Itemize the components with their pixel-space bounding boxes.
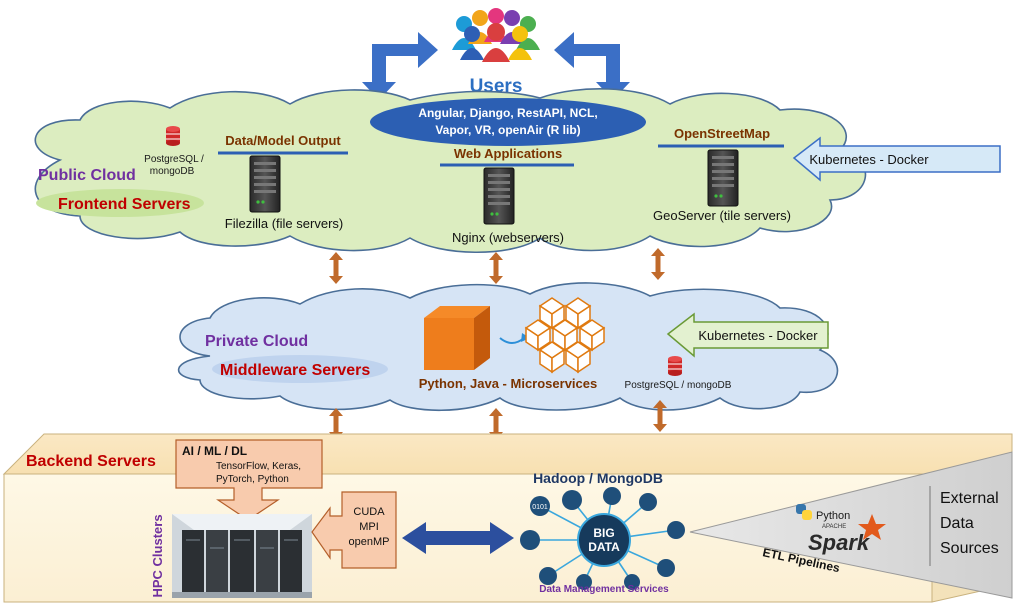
- public-private-arrow-left: [329, 252, 343, 284]
- public-db-line2: mongoDB: [150, 166, 195, 177]
- osm-title: OpenStreetMap: [674, 126, 770, 141]
- users-left-arrow: [362, 32, 438, 100]
- etl-cone: [689, 451, 1013, 599]
- users-tech-line1: Angular, Django, RestAPI, NCL,: [418, 106, 597, 120]
- geo-server-icon: [707, 149, 739, 207]
- microservice-cube-icon: [424, 306, 490, 370]
- users-tech-ellipse: Angular, Django, RestAPI, NCL, Vapor, VR…: [370, 98, 646, 146]
- public-cloud-shape: [34, 88, 867, 254]
- cuda-callout: CUDA MPI openMP: [311, 491, 397, 569]
- big-data-line1: BIG: [593, 526, 614, 540]
- data-management-label: Data Management Services: [539, 584, 669, 595]
- file-server-icon: [249, 155, 281, 213]
- cuda-line3: openMP: [349, 536, 390, 548]
- database-icon: [165, 125, 181, 147]
- users-group-icon: [452, 8, 540, 62]
- python-label: Python: [816, 510, 850, 522]
- file-server-label: Filezilla (file servers): [225, 216, 343, 231]
- geo-server-label: GeoServer (tile servers): [653, 208, 791, 223]
- hpc-cluster-image: [172, 514, 312, 598]
- web-server-label: Nginx (webservers): [452, 230, 564, 245]
- cuda-line2: MPI: [359, 521, 379, 533]
- big-data-bits: 0101: [532, 504, 548, 511]
- private-db-label: PostgreSQL / mongoDB: [625, 380, 732, 391]
- microservices-label: Python, Java - Microservices: [419, 376, 597, 391]
- database-icon: [667, 355, 683, 377]
- frontend-servers-label: Frontend Servers: [58, 196, 191, 213]
- frontend-servers-banner: Frontend Servers: [36, 189, 204, 217]
- private-deploy-label: Kubernetes - Docker: [698, 328, 818, 343]
- external-line3: Sources: [940, 540, 999, 557]
- spark-label: Spark: [808, 530, 871, 555]
- hadoop-title: Hadoop / MongoDB: [533, 470, 663, 486]
- hpc-bigdata-arrow: [402, 522, 514, 554]
- public-deploy-label: Kubernetes - Docker: [809, 152, 929, 167]
- data-output-title: Data/Model Output: [225, 133, 341, 148]
- public-private-arrow-right: [651, 248, 665, 280]
- ai-title: AI / ML / DL: [182, 444, 247, 458]
- middleware-servers-label: Middleware Servers: [220, 362, 370, 379]
- external-line2: Data: [940, 515, 974, 532]
- big-data-hub: 0101 BIG DATA: [520, 487, 685, 590]
- public-db-line1: PostgreSQL /: [144, 154, 204, 165]
- spark-star-icon: [858, 514, 886, 540]
- private-deploy-arrow: Kubernetes - Docker: [666, 312, 829, 358]
- web-apps-title: Web Applications: [454, 146, 562, 161]
- cuda-line1: CUDA: [353, 506, 385, 518]
- apache-label: APACHE: [822, 524, 846, 530]
- middleware-servers-banner: Middleware Servers: [212, 355, 388, 383]
- hpc-clusters-label: HPC Clusters: [150, 514, 165, 597]
- public-deploy-arrow: Kubernetes - Docker: [792, 136, 1001, 182]
- backend-servers-label: Backend Servers: [26, 453, 156, 470]
- web-server-icon: [483, 167, 515, 225]
- users-tech-line2: Vapor, VR, openAir (R lib): [435, 123, 580, 137]
- ai-line1: TensorFlow, Keras,: [216, 461, 301, 472]
- private-cloud-label: Private Cloud: [205, 333, 308, 350]
- external-line1: External: [940, 490, 999, 507]
- users-right-arrow: [554, 32, 630, 100]
- public-private-arrow-center: [489, 252, 503, 284]
- big-data-line2: DATA: [588, 540, 620, 554]
- ai-line2: PyTorch, Python: [216, 474, 289, 485]
- ai-ml-callout: AI / ML / DL TensorFlow, Keras, PyTorch,…: [175, 439, 323, 521]
- public-cloud-label: Public Cloud: [38, 167, 136, 184]
- python-logo-icon: [796, 504, 812, 520]
